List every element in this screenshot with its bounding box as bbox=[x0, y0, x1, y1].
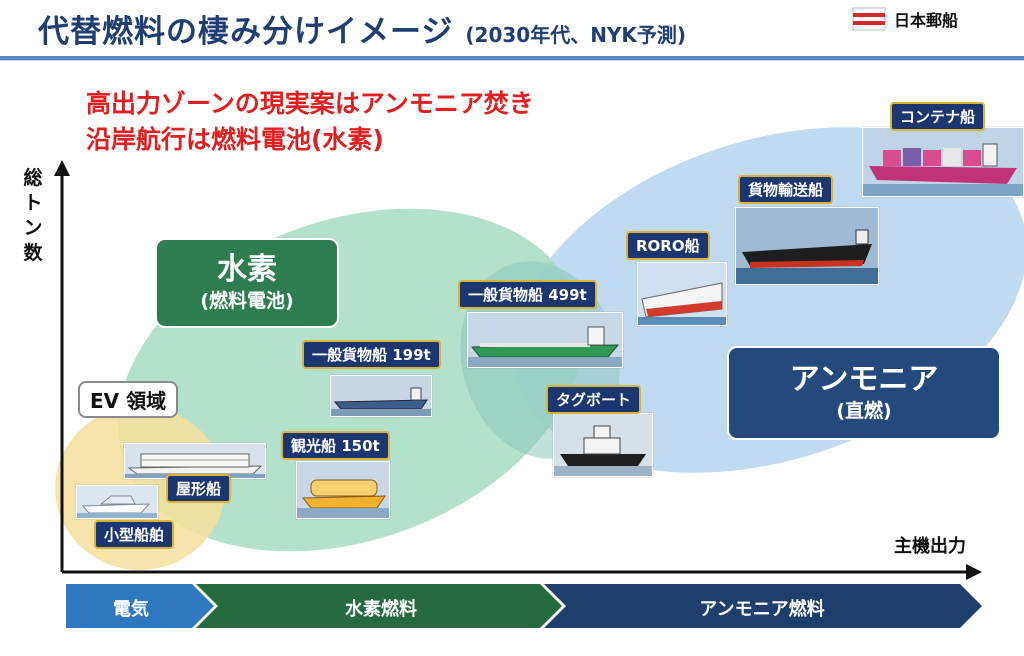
hydrogen-zone-sub: (燃料電池) bbox=[200, 290, 294, 312]
x-axis-label: 主機出力 bbox=[894, 536, 966, 557]
title-text: 代替燃料の棲み分けイメージ bbox=[38, 14, 454, 50]
fuel-band bbox=[66, 584, 982, 628]
cargo-499-image bbox=[467, 312, 623, 368]
tag-cargo-499: 一般貨物船 499t bbox=[458, 280, 597, 309]
tag-roro: RORO船 bbox=[626, 231, 710, 260]
bulk-carrier-image bbox=[735, 207, 879, 285]
tag-bulk: 貨物輸送船 bbox=[738, 175, 834, 204]
small-boat-image bbox=[76, 485, 158, 519]
fuel-band-ammonia-label: アンモニア燃料 bbox=[699, 599, 825, 620]
tag-tugboat: タグボート bbox=[546, 385, 642, 414]
tag-yakatabune: 屋形船 bbox=[166, 474, 232, 503]
roro-ship-image bbox=[637, 262, 727, 326]
y-axis-label: 総トン数 bbox=[23, 167, 43, 264]
container-ship-image bbox=[862, 127, 1024, 197]
headline-line-1: 高出力ゾーンの現実案はアンモニア焚き bbox=[86, 89, 534, 118]
x-axis-arrow bbox=[966, 564, 982, 580]
cargo-199-image bbox=[330, 375, 432, 417]
fuel-band-hydrogen-label: 水素燃料 bbox=[345, 599, 417, 620]
ammonia-zone-title: アンモニア bbox=[789, 362, 939, 397]
hydrogen-zone-box: 水素 (燃料電池) bbox=[155, 238, 339, 328]
fuel-band-ammonia bbox=[544, 584, 982, 628]
company-logo: 日本郵船 bbox=[852, 6, 958, 32]
tugboat-image bbox=[553, 413, 653, 477]
y-axis-arrow bbox=[54, 160, 70, 176]
tag-sightseeing: 観光船 150t bbox=[281, 431, 390, 460]
ammonia-zone-sub: (直燃) bbox=[836, 400, 892, 422]
fuel-band-hydrogen bbox=[196, 584, 562, 628]
hydrogen-zone-title: 水素 bbox=[217, 252, 277, 287]
headline-line-2: 沿岸航行は燃料電池(水素) bbox=[86, 125, 384, 154]
nyk-flag-icon bbox=[852, 7, 886, 31]
tag-container: コンテナ船 bbox=[890, 102, 986, 131]
fuel-band-electric bbox=[66, 584, 214, 628]
title-subtitle: (2030年代、NYK予測) bbox=[465, 23, 687, 47]
fuel-band-electric-label: 電気 bbox=[113, 599, 149, 620]
logo-text: 日本郵船 bbox=[894, 11, 959, 30]
title-divider-thin bbox=[0, 60, 1024, 61]
title-divider bbox=[0, 56, 1024, 60]
page-title: 代替燃料の棲み分けイメージ (2030年代、NYK予測) bbox=[38, 6, 686, 51]
tag-small-boat: 小型船舶 bbox=[94, 520, 175, 549]
tag-cargo-199: 一般貨物船 199t bbox=[302, 340, 441, 369]
sightseeing-boat-image bbox=[296, 461, 390, 519]
ev-zone-box: EV 領域 bbox=[78, 381, 179, 418]
ammonia-zone-box: アンモニア (直燃) bbox=[727, 346, 1001, 440]
